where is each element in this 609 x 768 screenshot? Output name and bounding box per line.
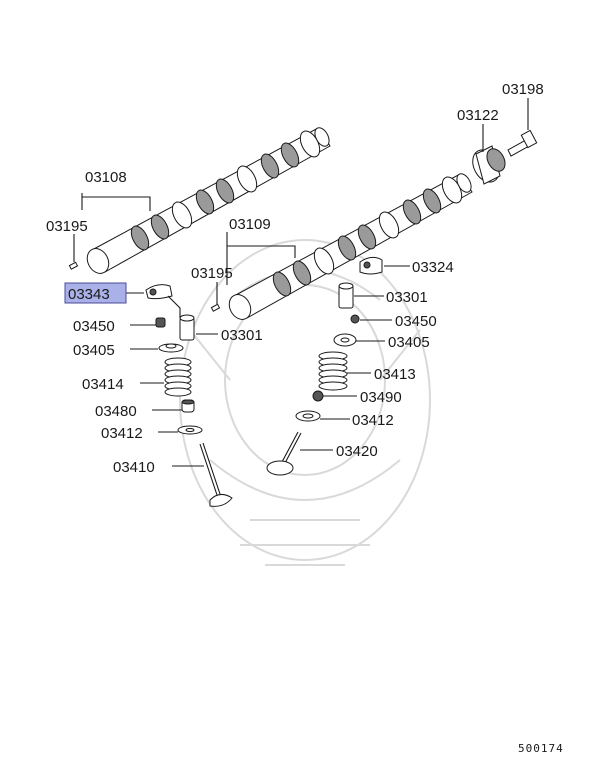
lash-adjuster-right	[338, 282, 354, 309]
lash-adjuster-left	[179, 314, 195, 341]
label-03420[interactable]: 03420	[336, 443, 378, 460]
stem-seal-left	[181, 399, 195, 413]
dowel-pin-left	[68, 261, 79, 270]
label-03324[interactable]: 03324	[412, 259, 454, 276]
cam-bolt	[507, 129, 538, 157]
exhaust-valve	[199, 442, 233, 507]
label-03413[interactable]: 03413	[374, 366, 416, 383]
label-03109[interactable]: 03109	[229, 216, 271, 233]
label-03301-left[interactable]: 03301	[221, 327, 263, 344]
retainer-left	[158, 343, 184, 353]
label-03480[interactable]: 03480	[95, 403, 137, 420]
valve-spring-right	[318, 351, 348, 391]
label-03450-left[interactable]: 03450	[73, 318, 115, 335]
cam-sprocket-hub	[472, 145, 506, 185]
rocker-arm-right	[359, 256, 383, 275]
label-03412-right[interactable]: 03412	[352, 412, 394, 429]
dowel-pin-right	[210, 303, 221, 312]
label-03108[interactable]: 03108	[85, 169, 127, 186]
valve-seal-right	[350, 314, 360, 324]
stem-seal-right	[312, 390, 324, 402]
label-03195-left[interactable]: 03195	[46, 218, 88, 235]
camshaft-left	[86, 127, 331, 274]
part-labels: 03198 03122 03108 03195 03109 03195 0332…	[46, 81, 544, 476]
highlight-box-03343	[64, 282, 127, 304]
label-03405-left[interactable]: 03405	[73, 342, 115, 359]
label-03450-right[interactable]: 03450	[395, 313, 437, 330]
spring-seat-left	[177, 425, 203, 435]
label-03198[interactable]: 03198	[502, 81, 544, 98]
label-03195-right[interactable]: 03195	[191, 265, 233, 282]
valve-spring-left	[164, 357, 192, 397]
label-03405-right[interactable]: 03405	[388, 334, 430, 351]
intake-valve	[266, 431, 302, 476]
label-03122[interactable]: 03122	[457, 107, 499, 124]
retainer-right	[333, 333, 357, 347]
valve-seal-left	[155, 317, 166, 328]
leader-lines	[73, 98, 529, 467]
label-03490[interactable]: 03490	[360, 389, 402, 406]
label-03412-left[interactable]: 03412	[101, 425, 143, 442]
label-03414[interactable]: 03414	[82, 376, 124, 393]
label-03301-right[interactable]: 03301	[386, 289, 428, 306]
spring-seat-right	[295, 410, 321, 422]
rocker-arm-left	[145, 284, 173, 300]
figure-number: 500174	[518, 742, 564, 755]
label-03343[interactable]: 03343	[68, 286, 110, 303]
camshaft-right	[228, 173, 473, 320]
label-03410[interactable]: 03410	[113, 459, 155, 476]
